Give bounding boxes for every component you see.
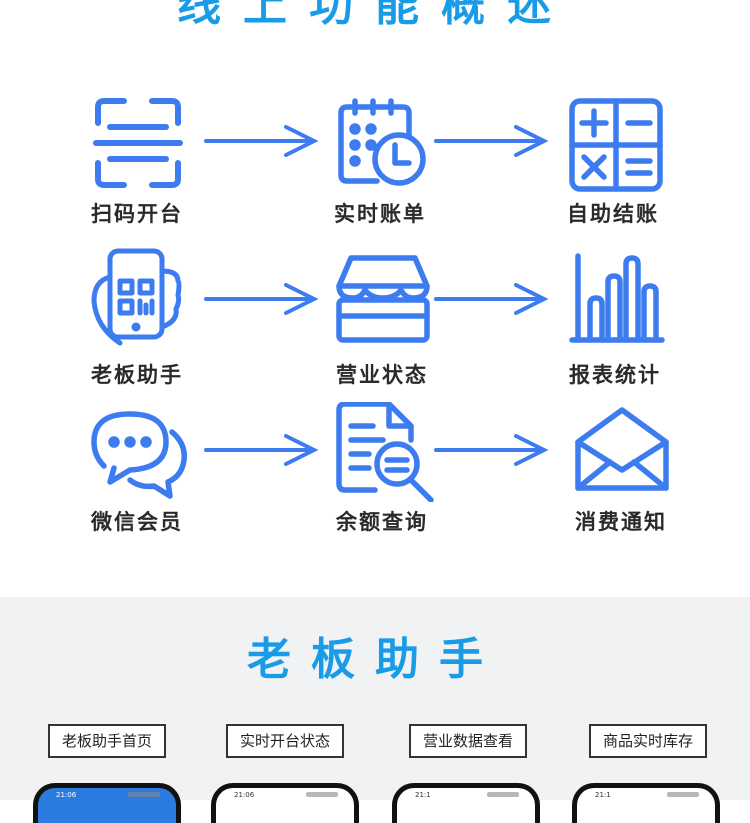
arrow-icon	[434, 432, 548, 468]
status-time: 21:06	[234, 791, 255, 799]
phone-preview-stock: 21:1	[572, 783, 720, 823]
document-search-icon	[335, 402, 435, 502]
tab-boss-home[interactable]: 老板助手首页	[48, 724, 166, 758]
calculator-icon	[566, 95, 666, 195]
bar-chart-icon	[568, 252, 668, 352]
arrow-icon	[204, 432, 318, 468]
tab-stock[interactable]: 商品实时库存	[589, 724, 707, 758]
status-time: 21:1	[415, 791, 431, 799]
arrow-icon	[204, 123, 318, 159]
boss-assistant-section	[0, 597, 750, 800]
feature-label-report: 报表统计	[569, 363, 661, 387]
status-time: 21:1	[595, 791, 611, 799]
section-title: 老板助手	[247, 634, 503, 685]
phone-preview-tables: 21:06	[211, 783, 359, 823]
page-title: 线上功能概述	[177, 0, 573, 31]
feature-label-scan: 扫码开台	[91, 202, 183, 226]
status-icons	[306, 792, 338, 797]
scan-icon	[88, 93, 188, 193]
status-icons	[487, 792, 519, 797]
calendar-clock-icon	[333, 93, 433, 193]
tab-realtime-tables[interactable]: 实时开台状态	[226, 724, 344, 758]
feature-label-boss: 老板助手	[91, 363, 183, 387]
feature-label-status: 营业状态	[336, 363, 428, 387]
arrow-icon	[434, 281, 548, 317]
envelope-icon	[572, 404, 672, 504]
shop-icon	[333, 252, 433, 352]
arrow-icon	[434, 123, 548, 159]
status-icons	[667, 792, 699, 797]
feature-label-balance: 余额查询	[336, 510, 428, 534]
status-icons	[128, 792, 160, 797]
feature-label-member: 微信会员	[91, 510, 183, 534]
phone-preview-data: 21:1	[392, 783, 540, 823]
tab-business-data[interactable]: 营业数据查看	[409, 724, 527, 758]
arrow-icon	[204, 281, 318, 317]
feature-label-notify: 消费通知	[575, 510, 667, 534]
status-time: 21:06	[56, 791, 77, 799]
chat-icon	[90, 402, 190, 502]
feature-label-checkout: 自助结账	[567, 202, 659, 226]
feature-label-bill: 实时账单	[334, 202, 426, 226]
phone-qr-icon	[88, 247, 188, 347]
phone-preview-home: 21:06	[33, 783, 181, 823]
